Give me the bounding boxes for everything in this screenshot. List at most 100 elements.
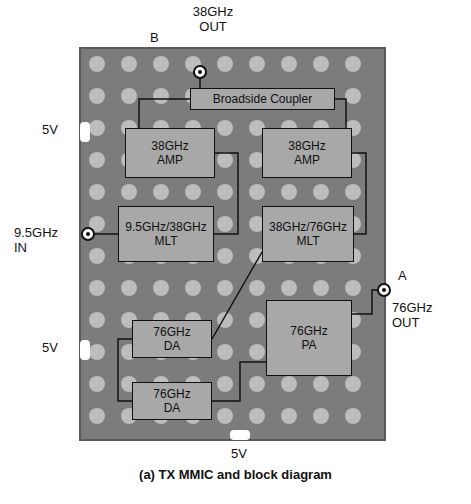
via-hole: [249, 376, 265, 392]
via-hole: [345, 88, 361, 104]
via-hole: [313, 376, 329, 392]
via-hole: [89, 88, 105, 104]
driver-amp-box: 76GHz DA: [132, 382, 212, 420]
multiplier-box: 9.5GHz/38GHz MLT: [118, 206, 214, 262]
signal-line: [212, 362, 266, 401]
via-hole: [217, 344, 233, 360]
block-label: Broadside Coupler: [193, 92, 333, 106]
via-hole: [153, 184, 169, 200]
signal-line: [212, 252, 262, 339]
via-hole: [313, 56, 329, 72]
coupler-box: Broadside Coupler: [190, 88, 335, 110]
signal-line: [214, 153, 238, 234]
block-label: 76GHz DA: [147, 387, 197, 415]
block-label: 76GHz DA: [147, 325, 197, 353]
via-hole: [217, 280, 233, 296]
pad-notch: [230, 430, 250, 440]
block-label: 9.5GHz/38GHz MLT: [120, 220, 212, 248]
supply-pin: 5V: [42, 340, 58, 355]
chip-die: [80, 48, 385, 440]
via-hole: [345, 376, 361, 392]
via-hole: [121, 88, 137, 104]
block-label: 38GHz AMP: [145, 139, 195, 167]
via-hole: [345, 408, 361, 424]
supply-pin: 5V: [231, 446, 247, 461]
rf-port: [382, 288, 386, 292]
via-hole: [345, 280, 361, 296]
block-label: 38GHz/76GHz MLT: [264, 220, 352, 248]
via-hole: [281, 184, 297, 200]
port-name: 9.5GHz IN: [14, 225, 64, 255]
input-wire: [94, 233, 118, 235]
via-hole: [281, 56, 297, 72]
via-hole: [185, 184, 201, 200]
via-hole: [281, 280, 297, 296]
rf-port: [378, 284, 390, 296]
block-label: 76GHz PA: [284, 324, 334, 352]
via-hole: [89, 376, 105, 392]
port-name: 38GHz OUT: [186, 4, 240, 34]
block-label: 38GHz AMP: [282, 139, 332, 167]
via-hole: [249, 280, 265, 296]
port-letter: B: [150, 30, 159, 45]
driver-amp-box: 76GHz DA: [132, 320, 212, 358]
via-hole: [89, 344, 105, 360]
via-hole: [345, 56, 361, 72]
via-hole: [89, 56, 105, 72]
via-hole: [89, 184, 105, 200]
via-hole: [313, 280, 329, 296]
via-hole: [89, 120, 105, 136]
amplifier-box: 38GHz AMP: [125, 128, 215, 178]
via-hole: [249, 344, 265, 360]
signal-line: [139, 99, 190, 128]
via-hole: [121, 56, 137, 72]
via-hole: [313, 184, 329, 200]
pad-notch: [80, 340, 90, 360]
via-hole: [217, 120, 233, 136]
signal-line: [335, 99, 346, 128]
via-hole: [249, 408, 265, 424]
via-hole: [121, 280, 137, 296]
via-hole: [249, 56, 265, 72]
output-wire: [352, 290, 378, 314]
multiplier-box: 38GHz/76GHz MLT: [262, 206, 354, 262]
via-hole: [249, 312, 265, 328]
via-hole: [217, 184, 233, 200]
via-hole: [153, 88, 169, 104]
via-hole: [217, 376, 233, 392]
via-hole: [153, 56, 169, 72]
via-hole: [217, 408, 233, 424]
via-hole: [89, 248, 105, 264]
via-hole: [281, 408, 297, 424]
power-amp-box: 76GHz PA: [266, 300, 352, 376]
rf-port: [82, 228, 94, 240]
rf-port: [198, 70, 202, 74]
via-hole: [89, 280, 105, 296]
rf-port: [86, 232, 90, 236]
via-hole: [217, 56, 233, 72]
via-hole: [153, 280, 169, 296]
supply-pin: 5V: [42, 122, 58, 137]
port-name: 76GHz OUT: [392, 300, 442, 330]
via-hole: [217, 216, 233, 232]
signal-line: [118, 339, 132, 401]
via-hole: [89, 152, 105, 168]
via-hole: [217, 248, 233, 264]
figure-caption: (a) TX MMIC and block diagram: [0, 467, 471, 482]
amplifier-box: 38GHz AMP: [262, 128, 352, 178]
via-grid: [89, 56, 361, 424]
via-hole: [89, 408, 105, 424]
signal-line: [352, 153, 366, 234]
via-hole: [121, 184, 137, 200]
pad-notch: [80, 122, 90, 142]
via-hole: [249, 184, 265, 200]
via-hole: [217, 152, 233, 168]
via-hole: [89, 312, 105, 328]
port-letter: A: [398, 268, 407, 283]
via-hole: [281, 376, 297, 392]
via-hole: [345, 184, 361, 200]
via-hole: [185, 280, 201, 296]
output-wire: [199, 78, 201, 88]
